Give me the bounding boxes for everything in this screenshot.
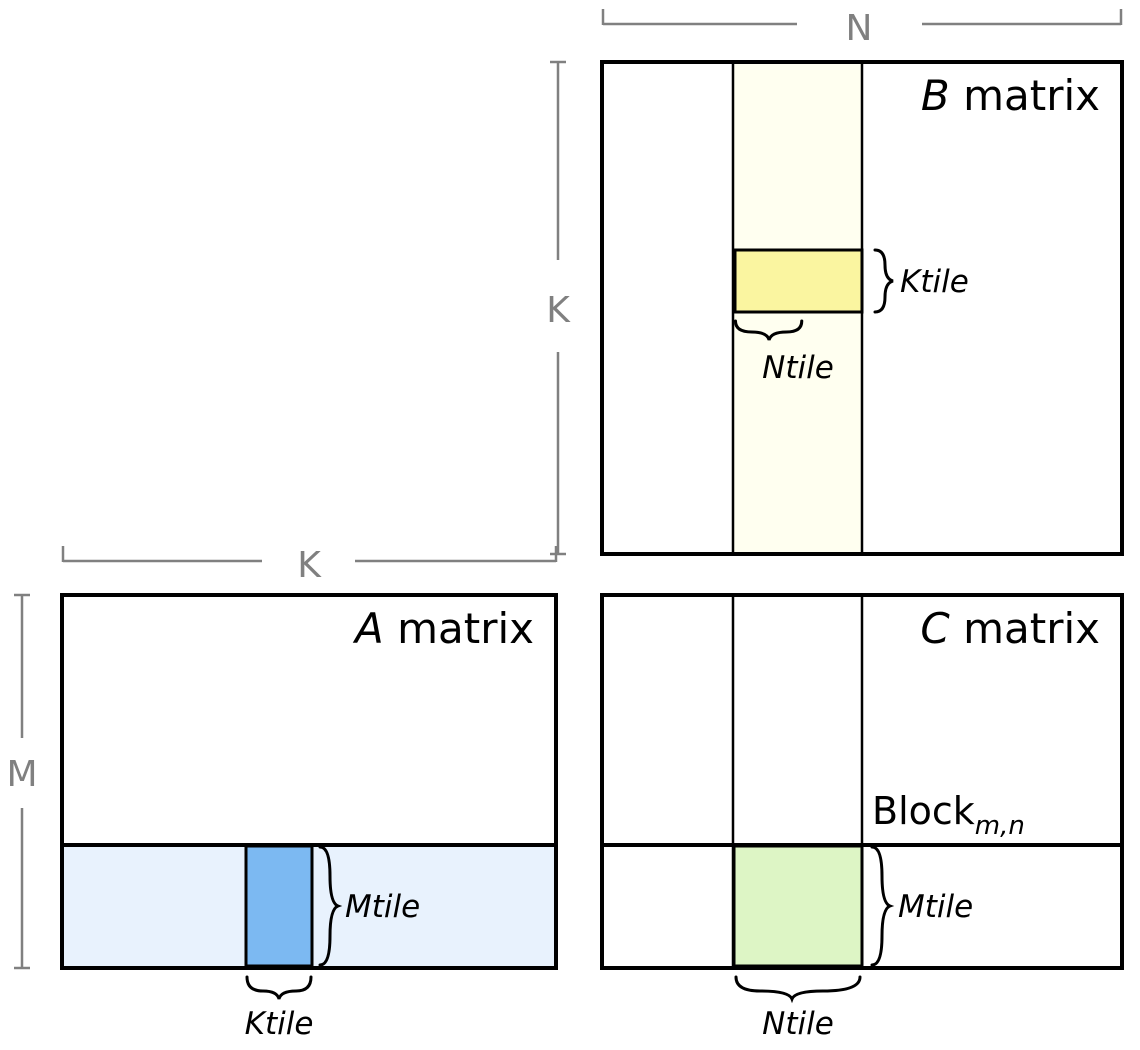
b-matrix-ntile-brace xyxy=(733,319,804,341)
b-matrix-title-var: B xyxy=(921,71,950,120)
dimension-k-horizontal-label: K xyxy=(297,545,322,586)
c-matrix-ntile-label: Ntile xyxy=(762,1006,834,1042)
dimension-n: N xyxy=(601,8,1123,49)
c-matrix-mtile-label: Mtile xyxy=(898,889,973,925)
b-matrix-ktile-brace xyxy=(873,248,894,314)
b-matrix-title: B matrix xyxy=(921,71,1100,120)
b-matrix-ntile-label: Ntile xyxy=(762,350,834,386)
dimension-k-vertical: K xyxy=(546,60,571,556)
dimension-k-vertical-label: K xyxy=(546,290,571,331)
dimension-m-label: M xyxy=(6,754,37,795)
c-matrix-block-label-text: Block xyxy=(872,789,975,833)
a-matrix-ktile-label: Ktile xyxy=(245,1006,314,1042)
b-matrix: B matrix Ktile Ntile xyxy=(600,60,1124,556)
a-matrix-title-rest: matrix xyxy=(384,604,534,653)
c-matrix-title: C matrix xyxy=(920,604,1100,653)
a-matrix-mtile-brace xyxy=(318,845,343,967)
a-matrix-mtile-tile xyxy=(244,844,314,968)
b-matrix-title-rest: matrix xyxy=(950,71,1100,120)
c-matrix: C matrix Blockm,n Mtile Ntile xyxy=(600,593,1124,1042)
c-matrix-block-tile xyxy=(732,844,864,968)
dimension-m: M xyxy=(6,593,38,970)
c-matrix-title-rest: matrix xyxy=(950,604,1100,653)
c-matrix-title-var: C xyxy=(920,604,950,653)
c-matrix-block-subscript: m,n xyxy=(975,811,1025,841)
a-matrix-title: A matrix xyxy=(352,604,534,653)
a-matrix-ktile-brace xyxy=(245,975,313,1000)
a-matrix-title-var: A xyxy=(352,604,384,653)
b-matrix-ktile-label: Ktile xyxy=(900,264,969,300)
dimension-k-horizontal: K xyxy=(61,545,558,586)
c-matrix-mtile-brace xyxy=(870,845,895,967)
a-matrix-mtile-label: Mtile xyxy=(345,889,420,925)
c-matrix-block-label: Blockm,n xyxy=(872,789,1025,841)
c-matrix-ntile-brace xyxy=(734,975,862,1004)
b-matrix-ktile-tile xyxy=(733,248,864,314)
dimension-n-label: N xyxy=(846,8,873,49)
a-matrix: A matrix Mtile Ktile xyxy=(60,593,558,1042)
